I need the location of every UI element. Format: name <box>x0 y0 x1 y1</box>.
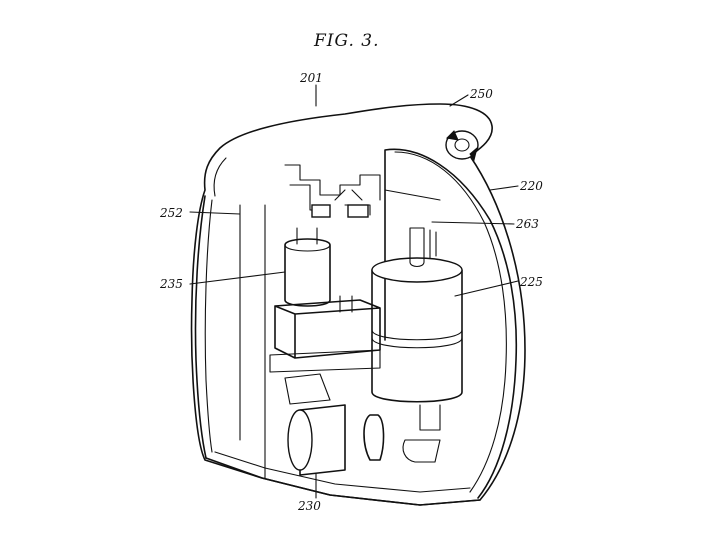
label-235: 235 <box>160 277 183 291</box>
base-floor <box>205 457 481 506</box>
label-252: 252 <box>160 206 183 220</box>
left-wall-cutaway <box>194 195 207 459</box>
label-220: 220 <box>520 179 543 193</box>
figure-title: FIG. 3. <box>314 31 380 51</box>
label-230: 230 <box>298 499 321 513</box>
label-250: 250 <box>470 87 493 101</box>
label-225: 225 <box>520 275 543 289</box>
cylinder-225 <box>371 269 463 403</box>
label-263: 263 <box>516 217 539 231</box>
label-201: 201 <box>300 71 323 85</box>
housing-outline <box>190 103 526 506</box>
partition-wall <box>384 148 518 499</box>
